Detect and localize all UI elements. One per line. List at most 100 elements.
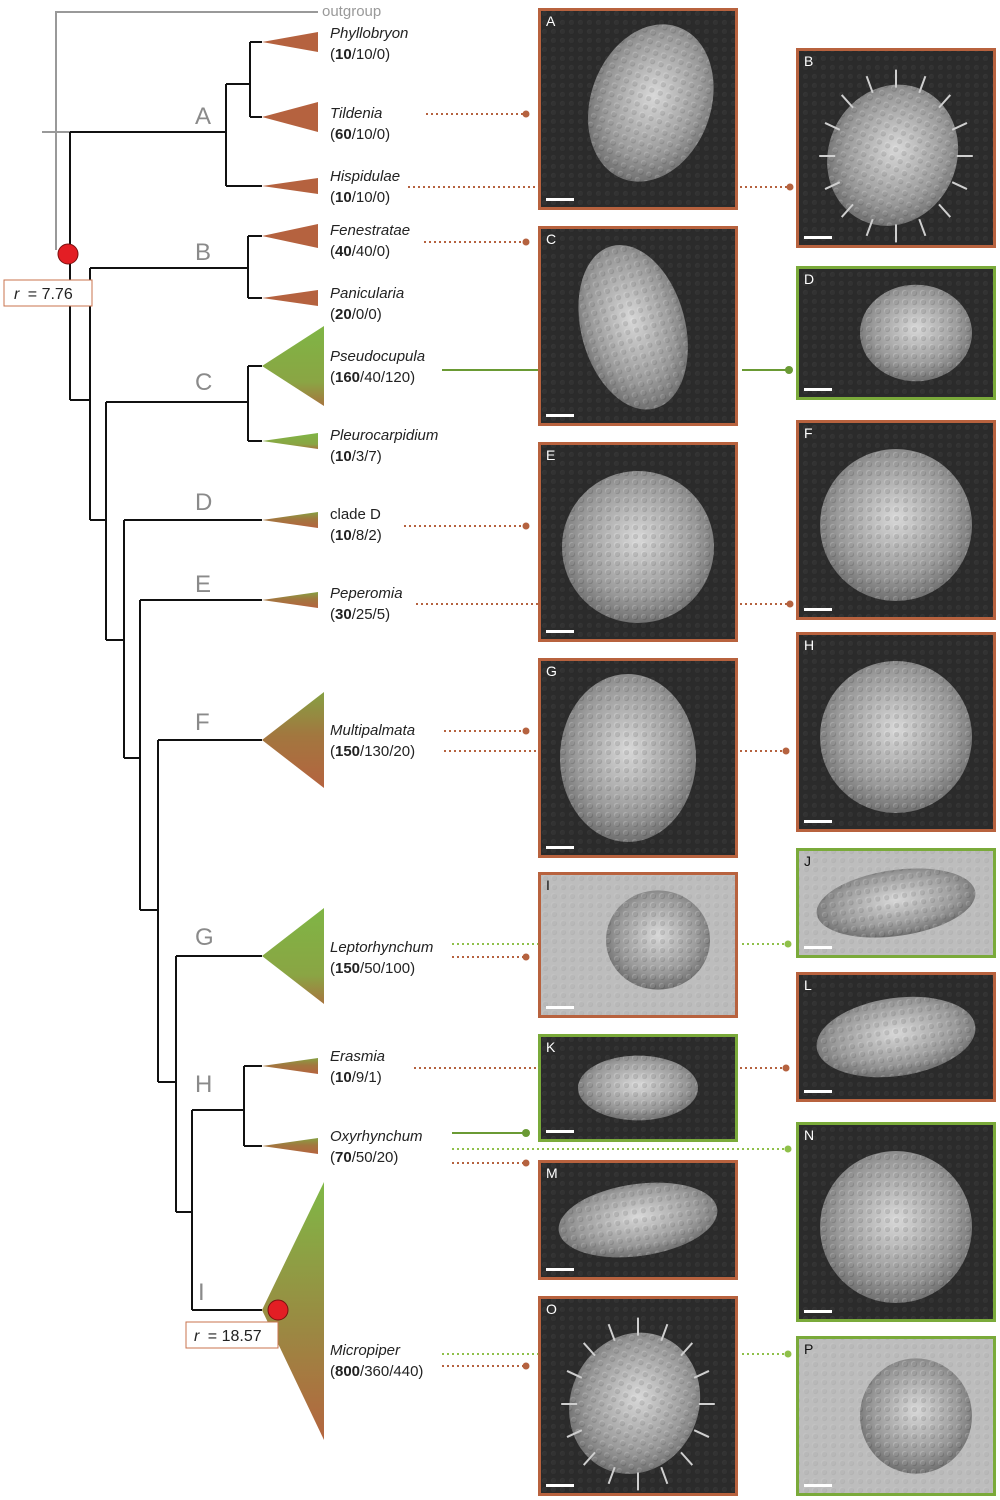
micrograph-panel-e: E: [538, 442, 738, 642]
svg-text:clade D: clade D: [330, 506, 381, 523]
panel-letter-f: F: [804, 425, 813, 441]
taxon-micropiper: Micropiper (800/360/440): [330, 1342, 423, 1380]
panel-letter-k: K: [546, 1039, 556, 1055]
svg-text:(70/50/20): (70/50/20): [330, 1149, 398, 1166]
clade-letter-i: I: [198, 1279, 205, 1306]
micrograph-panels: A B C D E F G H I J L K M N O P: [538, 8, 996, 1496]
svg-text:Hispidulae: Hispidulae: [330, 168, 400, 185]
taxon-multipalmata: Multipalmata (150/130/20): [330, 722, 415, 760]
outgroup-branch: [42, 11, 318, 250]
triangle-panicularia: [262, 290, 318, 306]
panel-letter-h: H: [804, 637, 814, 653]
triangle-leptorhynchum: [262, 908, 324, 1004]
rate-2-value: = 18.57: [208, 1328, 262, 1345]
panel-letter-l: L: [804, 977, 812, 993]
taxon-leptorhynchum: Leptorhynchum (150/50/100): [330, 939, 433, 977]
panel-letter-m: M: [546, 1165, 558, 1181]
svg-text:(800/360/440): (800/360/440): [330, 1363, 423, 1380]
svg-text:Tildenia: Tildenia: [330, 105, 382, 122]
clade-letter-f: F: [195, 709, 210, 736]
svg-text:(160/40/120): (160/40/120): [330, 369, 415, 386]
svg-text:(10/10/0): (10/10/0): [330, 46, 390, 63]
micrograph-panel-h: H: [796, 632, 996, 832]
micrograph-panel-j: J: [796, 848, 996, 958]
micrograph-panel-f: F: [796, 420, 996, 620]
svg-text:Multipalmata: Multipalmata: [330, 722, 415, 739]
micrograph-panel-a: A: [538, 8, 738, 210]
clade-letter-a: A: [195, 103, 211, 130]
rate-shift-node-root: [57, 243, 79, 265]
micrograph-panel-c: C: [538, 226, 738, 426]
rate-1-value: = 7.76: [28, 286, 73, 303]
svg-text:(10/9/1): (10/9/1): [330, 1069, 382, 1086]
svg-text:Pseudocupula: Pseudocupula: [330, 348, 425, 365]
clade-letter-h: H: [195, 1071, 212, 1098]
svg-text:Phyllobryon: Phyllobryon: [330, 25, 408, 42]
micrograph-panel-l: L: [796, 972, 996, 1102]
panel-letter-j: J: [804, 853, 811, 869]
panel-letter-o: O: [546, 1301, 557, 1317]
svg-text:(150/130/20): (150/130/20): [330, 743, 415, 760]
svg-text:Erasmia: Erasmia: [330, 1048, 385, 1065]
triangle-fenestratae: [262, 224, 318, 248]
triangle-tildenia: [262, 102, 318, 132]
clade-letter-b: B: [195, 239, 211, 266]
micrograph-panel-i: I: [538, 872, 738, 1018]
panel-letter-a: A: [546, 13, 556, 29]
taxon-clade-d: clade D (10/8/2): [330, 506, 382, 544]
rate-shift-node-micropiper: [267, 1299, 289, 1321]
micrograph-panel-g: G: [538, 658, 738, 858]
svg-text:(30/25/5): (30/25/5): [330, 606, 390, 623]
clade-letter-d: D: [195, 489, 212, 516]
panel-letter-g: G: [546, 663, 557, 679]
micrograph-panel-d: D: [796, 266, 996, 400]
micrograph-panel-m: M: [538, 1160, 738, 1280]
svg-text:Pleurocarpidium: Pleurocarpidium: [330, 427, 438, 444]
taxon-pseudocupula: Pseudocupula (160/40/120): [330, 348, 425, 386]
panel-letter-i: I: [546, 877, 550, 893]
triangle-oxyrhynchum: [262, 1138, 318, 1154]
rate-box-1: r = 7.76: [3, 279, 93, 307]
triangle-multipalmata: [262, 692, 324, 788]
svg-text:(60/10/0): (60/10/0): [330, 126, 390, 143]
rate-1-symbol: r: [14, 286, 20, 303]
svg-text:Oxyrhynchum: Oxyrhynchum: [330, 1128, 423, 1145]
taxon-tildenia: Tildenia (60/10/0): [330, 105, 390, 143]
taxon-fenestratae: Fenestratae (40/40/0): [330, 222, 410, 260]
svg-text:(20/0/0): (20/0/0): [330, 306, 382, 323]
panel-letter-n: N: [804, 1127, 814, 1143]
svg-text:Peperomia: Peperomia: [330, 585, 403, 602]
clade-letter-e: E: [195, 571, 211, 598]
panel-letter-c: C: [546, 231, 556, 247]
svg-text:(10/10/0): (10/10/0): [330, 189, 390, 206]
taxon-peperomia: Peperomia (30/25/5): [330, 585, 403, 623]
svg-text:(40/40/0): (40/40/0): [330, 243, 390, 260]
micrograph-panel-n: N: [796, 1122, 996, 1322]
taxon-oxyrhynchum: Oxyrhynchum (70/50/20): [330, 1128, 423, 1166]
triangle-clade-d: [262, 512, 318, 528]
triangle-pleurocarpidium: [262, 433, 318, 449]
triangle-pseudocupula: [262, 326, 324, 406]
taxon-erasmia: Erasmia (10/9/1): [330, 1048, 385, 1086]
connector-endpoints: [522, 110, 794, 1370]
taxon-pleurocarpidium: Pleurocarpidium (10/3/7): [330, 427, 438, 465]
micrograph-panel-b: B: [796, 48, 996, 248]
tree-branches: [69, 41, 262, 1311]
panel-letter-p: P: [804, 1341, 813, 1357]
micrograph-panel-k: K: [538, 1034, 738, 1142]
rate-box-2: r = 18.57: [185, 1321, 279, 1349]
triangle-hispidulae: [262, 178, 318, 194]
svg-text:Leptorhynchum: Leptorhynchum: [330, 939, 433, 956]
panel-letter-b: B: [804, 53, 813, 69]
panel-letter-d: D: [804, 271, 814, 287]
triangle-micropiper: [262, 1182, 324, 1440]
taxon-hispidulae: Hispidulae (10/10/0): [330, 168, 400, 206]
clade-letters: A B C D E F G H I: [195, 103, 214, 1306]
svg-text:(10/3/7): (10/3/7): [330, 448, 382, 465]
svg-text:(150/50/100): (150/50/100): [330, 960, 415, 977]
micrograph-panel-o: O: [538, 1296, 738, 1496]
svg-text:r = 18.57: r = 18.57: [194, 1328, 262, 1345]
clade-letter-c: C: [195, 369, 212, 396]
connector-lines: [404, 113, 788, 1367]
